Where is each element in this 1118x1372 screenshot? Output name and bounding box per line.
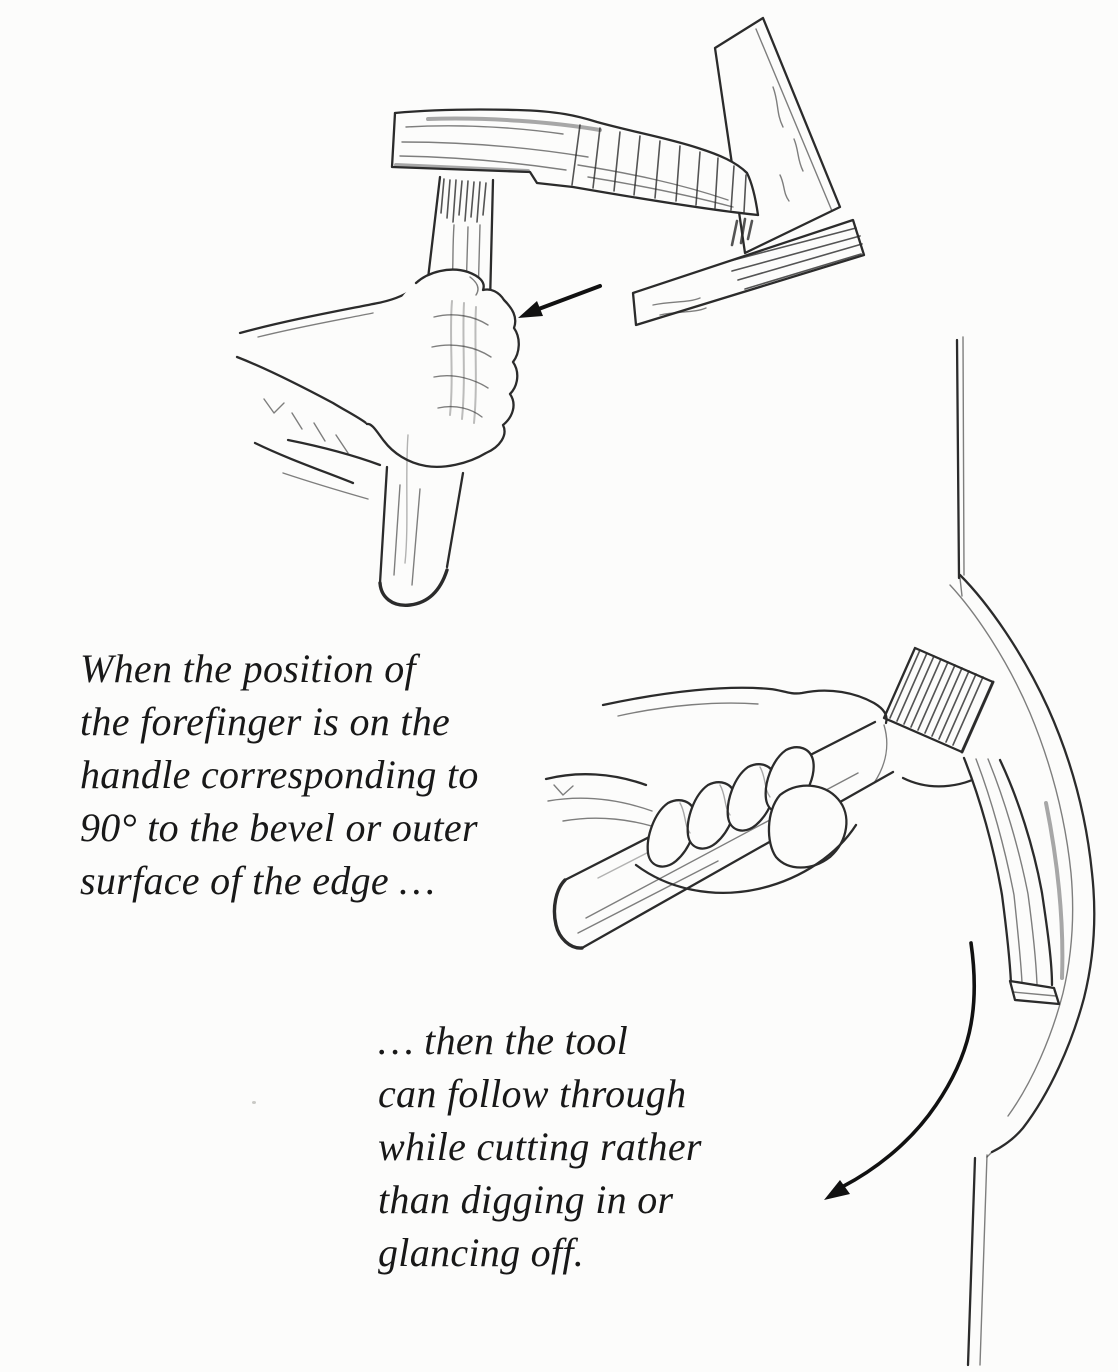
caption-line: can follow through bbox=[378, 1071, 687, 1116]
adze-head bbox=[884, 648, 1062, 1004]
caption-line: the forefinger is on the bbox=[80, 699, 451, 744]
caption-line: while cutting rather bbox=[378, 1124, 702, 1169]
caption-line: 90° to the bevel or outer bbox=[80, 805, 478, 850]
caption-bottom: … then the tool can follow through while… bbox=[378, 1014, 702, 1279]
top-illustration bbox=[228, 15, 888, 670]
bottom-illustration bbox=[518, 333, 1118, 1372]
adze-handle-upper bbox=[427, 177, 493, 303]
forefinger-arrow-icon bbox=[518, 286, 600, 318]
workpiece bbox=[950, 337, 1094, 1365]
caption-top: When the position of the forefinger is o… bbox=[80, 642, 479, 907]
caption-line: … then the tool bbox=[378, 1018, 629, 1063]
scan-speck bbox=[252, 1101, 256, 1104]
caption-line: When the position of bbox=[80, 646, 416, 691]
adze-head bbox=[392, 109, 758, 245]
caption-line: glancing off. bbox=[378, 1230, 585, 1275]
caption-line: handle corresponding to bbox=[80, 752, 479, 797]
gripping-hand bbox=[237, 270, 519, 499]
follow-through-drawing bbox=[518, 333, 1118, 1372]
follow-through-arrow-icon bbox=[824, 943, 974, 1200]
caption-line: than digging in or bbox=[378, 1177, 674, 1222]
holding-hand bbox=[546, 688, 887, 893]
caption-line: surface of the edge … bbox=[80, 858, 436, 903]
grip-90-drawing bbox=[228, 15, 888, 670]
adze-handle-lower bbox=[380, 435, 463, 605]
